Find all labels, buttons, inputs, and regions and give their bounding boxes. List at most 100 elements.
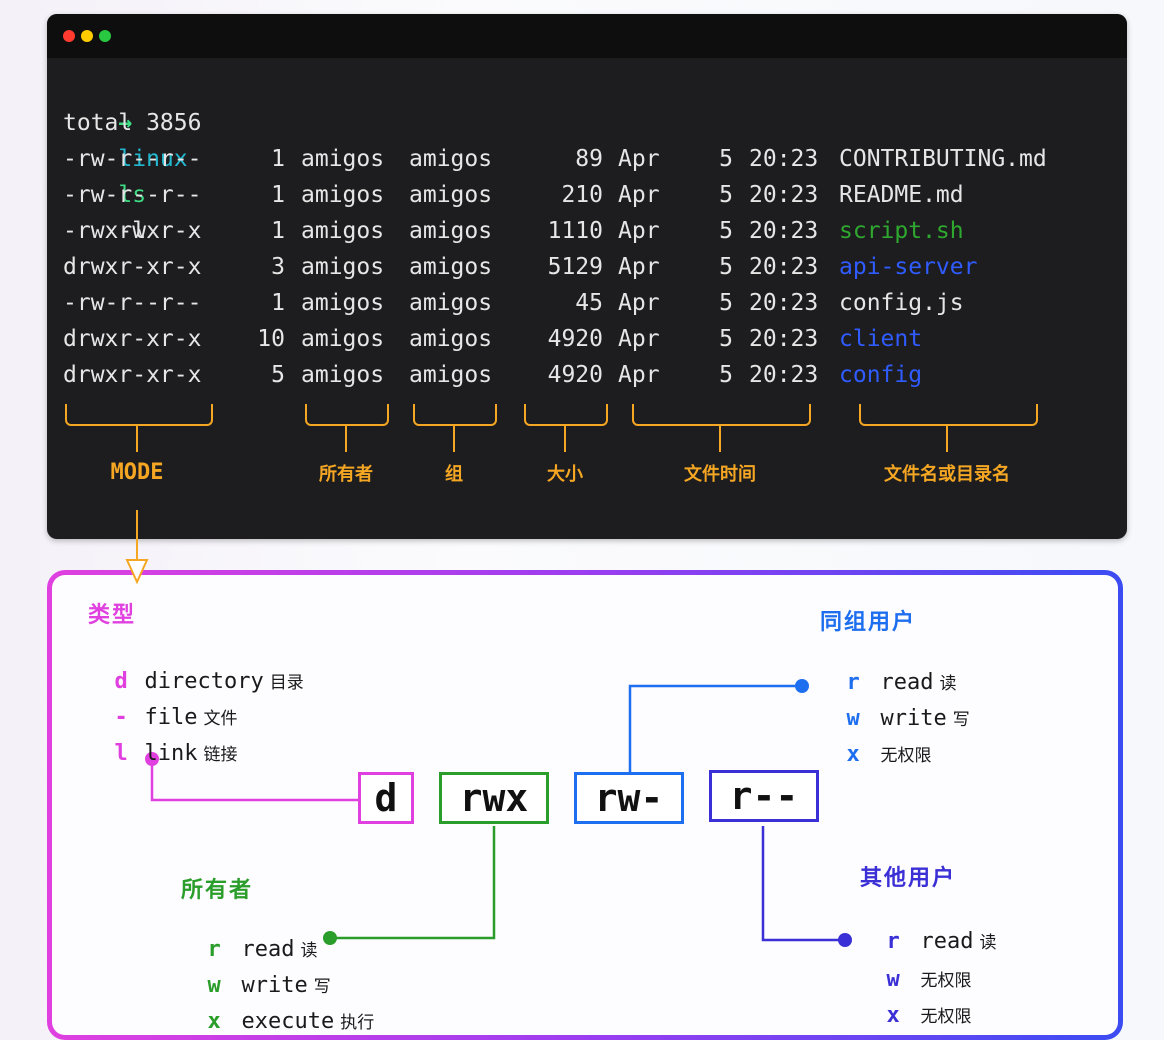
ls-cell-group: amigos — [409, 290, 493, 316]
ls-cell-links: 3 — [271, 254, 285, 280]
ls-cell-size: 89 — [575, 146, 603, 172]
ls-cell-mode: -rwxrwxr-x — [63, 218, 202, 244]
ls-cell-month: Apr — [618, 254, 660, 280]
group-bracket-stem — [453, 424, 455, 452]
ls-cell-links: 1 — [271, 218, 285, 244]
ls-cell-owner: amigos — [301, 362, 385, 388]
mode-arrow-head-icon — [125, 559, 149, 585]
ls-cell-day: 5 — [719, 326, 733, 352]
other-heading: 其他用户 — [860, 866, 957, 891]
owner-heading: 所有者 — [181, 878, 254, 903]
ls-cell-month: Apr — [618, 362, 660, 388]
ls-cell-group: amigos — [409, 254, 493, 280]
ls-cell-group: amigos — [409, 326, 493, 352]
close-dot-icon[interactable] — [63, 30, 75, 42]
ls-cell-mode: drwxr-xr-x — [63, 362, 202, 388]
group-connector — [628, 684, 802, 773]
owner-connector — [330, 826, 496, 940]
ls-cell-owner: amigos — [301, 182, 385, 208]
ls-cell-size: 1110 — [547, 218, 603, 244]
ls-cell-time: 20:23 — [749, 326, 819, 352]
group-bracket — [413, 404, 497, 426]
prompt-command: ls — [118, 182, 147, 208]
ls-cell-owner: amigos — [301, 254, 385, 280]
type-connector — [150, 760, 360, 802]
mode-label: MODE — [110, 460, 164, 485]
ls-cell-owner: amigos — [301, 218, 385, 244]
ls-cell-mode: -rw-r--r-- — [63, 182, 202, 208]
ls-cell-time: 20:23 — [749, 146, 819, 172]
ls-cell-month: Apr — [618, 146, 660, 172]
type-dot-icon — [145, 752, 159, 766]
ls-cell-group: amigos — [409, 182, 493, 208]
ls-cell-owner: amigos — [301, 290, 385, 316]
ls-cell-mode: drwxr-xr-x — [63, 254, 202, 280]
name-bracket-stem — [946, 424, 948, 452]
name-bracket — [859, 404, 1038, 426]
group-perm-box: rw- — [574, 772, 684, 824]
ls-cell-time: 20:23 — [749, 290, 819, 316]
owner-perm-box: rwx — [439, 772, 549, 824]
other-dot-icon — [838, 933, 852, 947]
ls-cell-size: 4920 — [547, 362, 603, 388]
ls-cell-name[interactable]: config — [839, 362, 923, 388]
maximize-dot-icon[interactable] — [99, 30, 111, 42]
size-label: 大小 — [547, 464, 583, 485]
ls-cell-day: 5 — [719, 362, 733, 388]
total-line: total 3856 — [63, 110, 202, 136]
name-label: 文件名或目录名 — [884, 464, 1010, 485]
prompt-arrow-icon: → — [118, 110, 133, 136]
time-bracket-stem — [719, 424, 721, 452]
ls-cell-month: Apr — [618, 326, 660, 352]
ls-cell-group: amigos — [409, 146, 493, 172]
ls-cell-month: Apr — [618, 218, 660, 244]
other-connector — [761, 826, 845, 942]
ls-cell-size: 5129 — [547, 254, 603, 280]
group-dot-icon — [795, 679, 809, 693]
ls-cell-month: Apr — [618, 290, 660, 316]
mode-bracket — [65, 404, 213, 426]
ls-cell-month: Apr — [618, 182, 660, 208]
ls-cell-name[interactable]: README.md — [839, 182, 964, 208]
ls-cell-name[interactable]: api-server — [839, 254, 978, 280]
ls-cell-name[interactable]: client — [839, 326, 923, 352]
ls-cell-links: 1 — [271, 290, 285, 316]
minimize-dot-icon[interactable] — [81, 30, 93, 42]
owner-dot-icon — [323, 931, 337, 945]
prompt-arg: -l — [118, 218, 147, 244]
other-perm-box: r-- — [709, 770, 819, 822]
ls-cell-mode: -rw-r--r-- — [63, 290, 202, 316]
ls-cell-size: 45 — [575, 290, 603, 316]
ls-cell-time: 20:23 — [749, 182, 819, 208]
terminal-titlebar — [47, 14, 1127, 58]
ls-cell-day: 5 — [719, 290, 733, 316]
ls-row: -rw-r--r-- 1 amigos amigos 45 Apr 5 20:23 config… — [47, 285, 1127, 321]
mode-bracket-stem — [136, 424, 138, 452]
ls-cell-mode: -rw-r--r-- — [63, 146, 202, 172]
ls-cell-links: 1 — [271, 146, 285, 172]
ls-cell-name[interactable]: config.js — [839, 290, 964, 316]
ls-cell-group: amigos — [409, 218, 493, 244]
ls-cell-name[interactable]: script.sh — [839, 218, 964, 244]
ls-cell-day: 5 — [719, 218, 733, 244]
ls-cell-name[interactable]: CONTRIBUTING.md — [839, 146, 1047, 172]
owner-bracket-stem — [345, 424, 347, 452]
ls-cell-day: 5 — [719, 182, 733, 208]
terminal-window: → linux ls -l total 3856 MODE 所有者 组 大小 文… — [47, 14, 1127, 539]
ls-cell-size: 4920 — [547, 326, 603, 352]
